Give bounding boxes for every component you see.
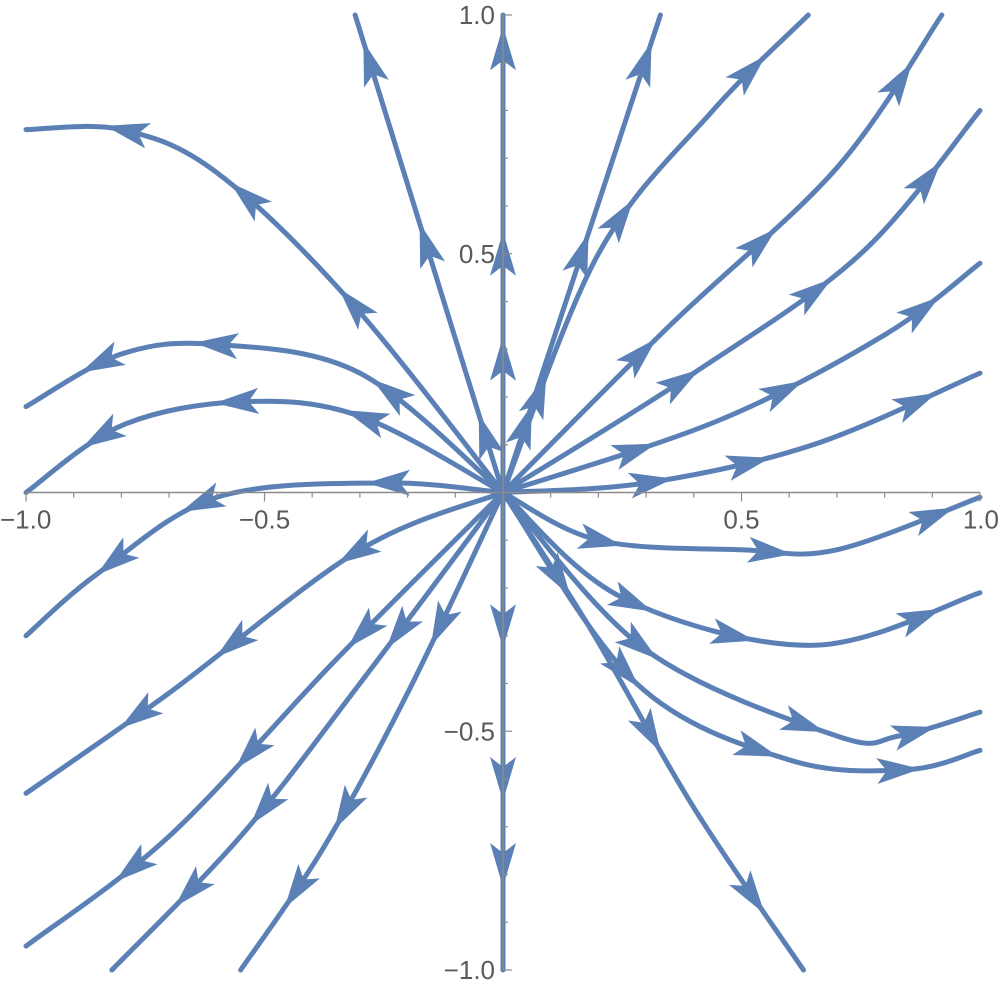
y-axis-minor-ticks xyxy=(503,14,512,971)
y-tick-label: 0.5 xyxy=(459,239,495,269)
streamline xyxy=(23,490,506,949)
streamline-arrow-icon xyxy=(597,199,634,244)
streamline-arrow-icon xyxy=(896,296,940,334)
streamline-arrow-icon xyxy=(779,705,826,733)
streamline-arrow-icon xyxy=(250,782,289,826)
streamline-arrow-icon xyxy=(180,482,227,512)
streamline-arrow-icon xyxy=(732,730,779,757)
streamline-arrow-icon xyxy=(284,863,320,908)
streamline-arrow-icon xyxy=(758,380,804,413)
streamline-arrow-icon xyxy=(363,41,389,88)
streamline-arrow-icon xyxy=(518,374,547,421)
streamline-arrow-icon xyxy=(337,529,382,564)
x-tick-label: −0.5 xyxy=(239,505,290,535)
streamline-arrow-icon xyxy=(876,758,921,785)
y-tick-label: −1.0 xyxy=(444,955,495,985)
streamline-arrow-icon xyxy=(903,161,941,205)
streamline-arrow-icon xyxy=(725,55,766,96)
streamline-arrow-icon xyxy=(535,552,571,597)
streamline-arrow-icon xyxy=(214,387,260,414)
streamline-arrow-icon xyxy=(610,443,657,470)
streamline-arrow-icon xyxy=(724,455,771,481)
streamline-arrow-icon xyxy=(562,232,589,279)
streamline xyxy=(500,12,811,495)
streamline-arrow-icon xyxy=(372,379,416,416)
streamline-arrow-icon xyxy=(788,278,832,316)
streamline-arrow-icon xyxy=(614,621,658,660)
streamline-arrow-icon xyxy=(600,646,640,688)
streamline-arrow-icon xyxy=(889,725,936,751)
streamline-arrow-icon xyxy=(735,228,777,268)
streamline-arrow-icon xyxy=(365,469,411,496)
streamline xyxy=(500,370,983,495)
streamline-arrow-icon xyxy=(80,341,126,373)
streamline-arrow-icon xyxy=(625,41,652,88)
x-tick-label: 1.0 xyxy=(963,505,999,535)
streamline-arrow-icon xyxy=(105,123,152,149)
streamline-arrow-icon xyxy=(728,870,765,914)
streamline-arrow-icon xyxy=(891,392,937,424)
streamline-arrow-icon xyxy=(606,581,653,612)
axes xyxy=(25,14,981,971)
streamline xyxy=(109,490,506,973)
streamline-arrow-icon xyxy=(347,607,388,648)
streamline-arrow-icon xyxy=(194,333,240,360)
y-tick-label: −0.5 xyxy=(444,716,495,746)
streamline xyxy=(23,490,506,796)
streamline-arrow-icon xyxy=(338,288,378,330)
streamline-arrow-icon xyxy=(505,404,532,451)
streamline-arrow-icon xyxy=(235,727,275,769)
streamline-arrow-icon xyxy=(215,619,259,658)
streamline-arrow-icon xyxy=(174,866,215,907)
streamline-arrow-icon xyxy=(576,523,623,549)
streamline xyxy=(500,490,983,648)
streamline-arrow-icon xyxy=(895,608,942,638)
streamline-arrow-icon xyxy=(709,618,755,644)
streamline-arrow-icon xyxy=(82,413,127,448)
streamline-arrow-icon xyxy=(616,338,657,379)
streamline-arrow-icon xyxy=(747,536,793,563)
streamline-arrow-icon xyxy=(96,537,140,575)
streamline-arrow-icon xyxy=(334,784,368,830)
x-tick-label: 0.5 xyxy=(723,505,759,535)
streamline-arrow-icon xyxy=(655,369,700,405)
streamline-arrow-icon xyxy=(478,414,505,461)
streamline-arrow-icon xyxy=(430,600,462,646)
streamline-arrow-icon xyxy=(908,507,955,537)
streamline-arrow-icon xyxy=(877,62,913,107)
streamline-arrow-icon xyxy=(419,223,446,270)
streamline-arrow-icon xyxy=(627,707,661,753)
streamline-arrow-icon xyxy=(115,843,158,882)
x-tick-label: −1.0 xyxy=(0,505,51,535)
streamline xyxy=(500,490,983,557)
streamline xyxy=(238,490,506,973)
streamline-arrow-icon xyxy=(230,182,272,222)
x-axis-minor-ticks xyxy=(25,492,981,502)
y-tick-label: 1.0 xyxy=(459,0,495,30)
streamline xyxy=(23,398,506,495)
streamline-arrow-icon xyxy=(119,692,164,729)
streamline-arrow-icon xyxy=(344,410,391,439)
streamline-arrow-icon xyxy=(386,605,424,649)
